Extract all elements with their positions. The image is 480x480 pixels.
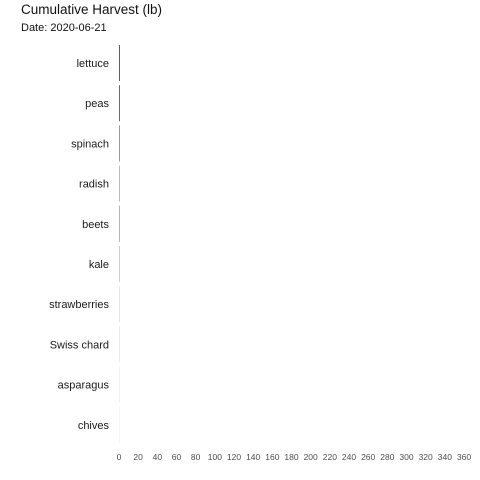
category-label: beets (82, 219, 109, 231)
x-tick-label: 320 (419, 452, 433, 462)
x-tick-label: 140 (246, 452, 260, 462)
category-label: strawberries (49, 299, 109, 311)
category-label: chives (78, 420, 110, 432)
category-label: spinach (71, 138, 109, 150)
x-tick-label: 360 (457, 452, 471, 462)
x-tick-label: 40 (153, 452, 163, 462)
x-tick-label: 260 (361, 452, 375, 462)
category-label: Swiss chard (50, 339, 109, 351)
bar-chives (119, 406, 120, 443)
bar-swiss-chard (119, 326, 120, 363)
x-tick-label: 180 (284, 452, 298, 462)
x-tick-label: 20 (133, 452, 143, 462)
x-tick-label: 0 (117, 452, 122, 462)
x-tick-label: 80 (191, 452, 201, 462)
bar-radish (119, 165, 120, 202)
x-tick-label: 100 (208, 452, 222, 462)
x-tick-label: 160 (265, 452, 279, 462)
x-tick-label: 300 (399, 452, 413, 462)
chart-title: Cumulative Harvest (lb) (21, 2, 163, 17)
x-tick-label: 220 (323, 452, 337, 462)
category-label: asparagus (58, 380, 110, 392)
x-tick-label: 240 (342, 452, 356, 462)
category-label: radish (79, 179, 109, 191)
x-tick-label: 280 (380, 452, 394, 462)
bar-kale (119, 246, 120, 282)
x-tick-label: 340 (438, 452, 452, 462)
category-label: lettuce (77, 58, 109, 70)
category-label: peas (85, 98, 109, 110)
bar-spinach (119, 125, 120, 162)
category-label: kale (89, 259, 109, 271)
x-tick-label: 120 (227, 452, 241, 462)
chart-subtitle: Date: 2020-06-21 (21, 22, 107, 34)
x-tick-label: 60 (172, 452, 182, 462)
bar-asparagus (119, 366, 120, 403)
bar-beets (119, 205, 120, 242)
bar-strawberries (119, 286, 120, 323)
bar-peas (119, 85, 120, 122)
bar-lettuce (119, 45, 120, 81)
x-tick-label: 200 (304, 452, 318, 462)
